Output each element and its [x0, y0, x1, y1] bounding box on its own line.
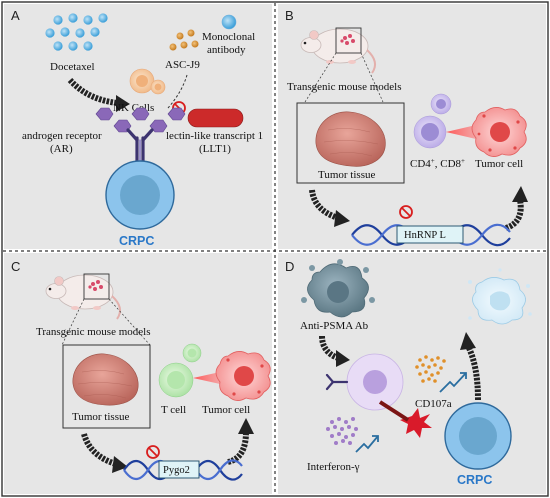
- curve-arrowhead-left-c: [112, 456, 128, 473]
- llt1-label-line2: (LLT1): [199, 143, 231, 155]
- cd107a-granules-icon: [415, 355, 446, 383]
- mouse-icon: [300, 28, 377, 74]
- trend-up-icon: [439, 372, 467, 393]
- lysis-arrowhead: [460, 332, 476, 350]
- curve-arrowhead-left-b: [334, 210, 350, 227]
- gene-box-c: [158, 460, 200, 479]
- docetaxel-label: Docetaxel: [50, 61, 95, 73]
- inhibit-icon: [146, 445, 160, 459]
- mouse-models-label-c: Transgenic mouse models: [36, 326, 150, 338]
- attack-burst-icon: [400, 408, 432, 438]
- mouse-tumor-icon: [340, 34, 355, 45]
- tumor-cell-label-c: Tumor cell: [202, 404, 250, 416]
- anti-psma-arrowhead: [336, 350, 350, 367]
- tumor-tissue-icon-b: [315, 111, 386, 167]
- crpc-nucleus-icon: [120, 175, 160, 215]
- tumor-tissue-texture-b: [323, 128, 379, 157]
- cd4-label: CD4+, CD8+: [410, 157, 465, 170]
- curve-arrow-right-b: [504, 199, 524, 231]
- docetaxel-arrow: [67, 77, 119, 106]
- anti-psma-cell-icon: [301, 259, 375, 318]
- tumor-tissue-label-b: Tumor tissue: [318, 169, 375, 181]
- panel-d: D Anti-PSMA Ab CD107a: [285, 259, 532, 487]
- panel-c-letter: C: [11, 259, 20, 274]
- t-cell-label: T cell: [161, 404, 186, 416]
- monoclonal-label-line2: antibody: [207, 44, 246, 56]
- anti-psma-arrow: [319, 335, 340, 361]
- panel-a-letter: A: [11, 8, 20, 23]
- t-cells-icon: [158, 343, 202, 398]
- antibody-icon: [325, 373, 349, 391]
- gene-box-b: [396, 225, 464, 244]
- llt1-label-line1: lectin-like transcript 1: [166, 130, 263, 142]
- panel-d-letter: D: [285, 259, 294, 274]
- lysed-cell-debris-icon: [468, 268, 532, 325]
- crpc-nucleus-icon: [459, 417, 497, 455]
- tumor-tissue-box-b: [296, 102, 405, 184]
- inhibit-icon: [399, 205, 413, 219]
- curve-arrow-right-c: [227, 431, 249, 465]
- panel-a: A Docetaxel Monoclonal antibody ASC-J9: [11, 8, 263, 248]
- panel-c: C Transgenic mouse models Tumor tissue: [11, 259, 271, 481]
- llt1-receptor-icon: [187, 108, 244, 128]
- attack-beam-c: [193, 372, 220, 384]
- gene-label-b: HnRNP L: [404, 230, 446, 241]
- monoclonal-antibody-icon: [221, 14, 237, 30]
- curve-arrow-left-c: [81, 433, 117, 467]
- tumor-tissue-label-c: Tumor tissue: [72, 411, 129, 423]
- nk-cells-icon: [129, 68, 166, 95]
- mouse-models-label-b: Transgenic mouse models: [287, 81, 401, 93]
- ar-label-line1: androgen receptor: [22, 130, 102, 142]
- interferon-molecules-icon: [326, 417, 358, 445]
- curve-arrowhead-right-b: [512, 186, 528, 202]
- attack-beam-b: [446, 125, 476, 139]
- trend-up-icon: [355, 435, 379, 453]
- mouse-tumor-box: [335, 27, 362, 54]
- tumor-cell-icon: [215, 351, 271, 401]
- panel-b-letter: B: [285, 8, 294, 23]
- cd4-cd8-cells-icon: [413, 93, 452, 149]
- ascj9-label: ASC-J9: [165, 59, 200, 71]
- mouse-tumor-icon-c: [88, 280, 103, 291]
- docetaxel-molecules-icon: [45, 13, 108, 51]
- curve-arrow-left-b: [309, 189, 340, 221]
- ascj9-molecules-icon: [169, 29, 199, 51]
- cd4-sup: +: [431, 157, 435, 165]
- crpc-label-d: CRPC: [457, 473, 492, 487]
- mouse-tumor-box-c: [83, 273, 110, 300]
- tumor-cell-label-b: Tumor cell: [475, 158, 523, 170]
- lysis-arrow: [465, 344, 481, 401]
- zoom-line-left-b: [304, 52, 337, 103]
- cd8-sup: +: [461, 157, 465, 165]
- cd4-text: CD4: [410, 158, 431, 170]
- ar-label-line2: (AR): [50, 143, 73, 155]
- tumor-tissue-icon-c: [72, 353, 139, 406]
- cd107a-label: CD107a: [415, 398, 452, 410]
- zoom-line-left-c: [61, 298, 85, 346]
- tumor-cell-icon: [471, 107, 527, 157]
- zoom-line-right-b: [360, 52, 384, 103]
- docetaxel-arrowhead: [116, 95, 130, 112]
- anti-psma-label: Anti-PSMA Ab: [300, 320, 369, 332]
- ascj9-dashed-line: [167, 74, 188, 109]
- tumor-tissue-texture-c: [77, 370, 133, 399]
- gene-label-c: Pygo2: [163, 465, 190, 476]
- attack-line-d: [378, 400, 410, 422]
- panel-b: B Transgenic mouse models Tumor tissue: [285, 8, 528, 247]
- interferon-label: Interferon-γ: [307, 461, 360, 473]
- monoclonal-label-line1: Monoclonal: [202, 31, 255, 43]
- cd8-text: , CD8: [435, 158, 462, 170]
- curve-arrowhead-right-c: [238, 418, 254, 434]
- effector-nucleus-icon: [363, 370, 387, 394]
- ar-receptor-hexagons-icon: [95, 107, 186, 133]
- tumor-tissue-box-c: [62, 344, 151, 429]
- crpc-label-a: CRPC: [119, 234, 154, 248]
